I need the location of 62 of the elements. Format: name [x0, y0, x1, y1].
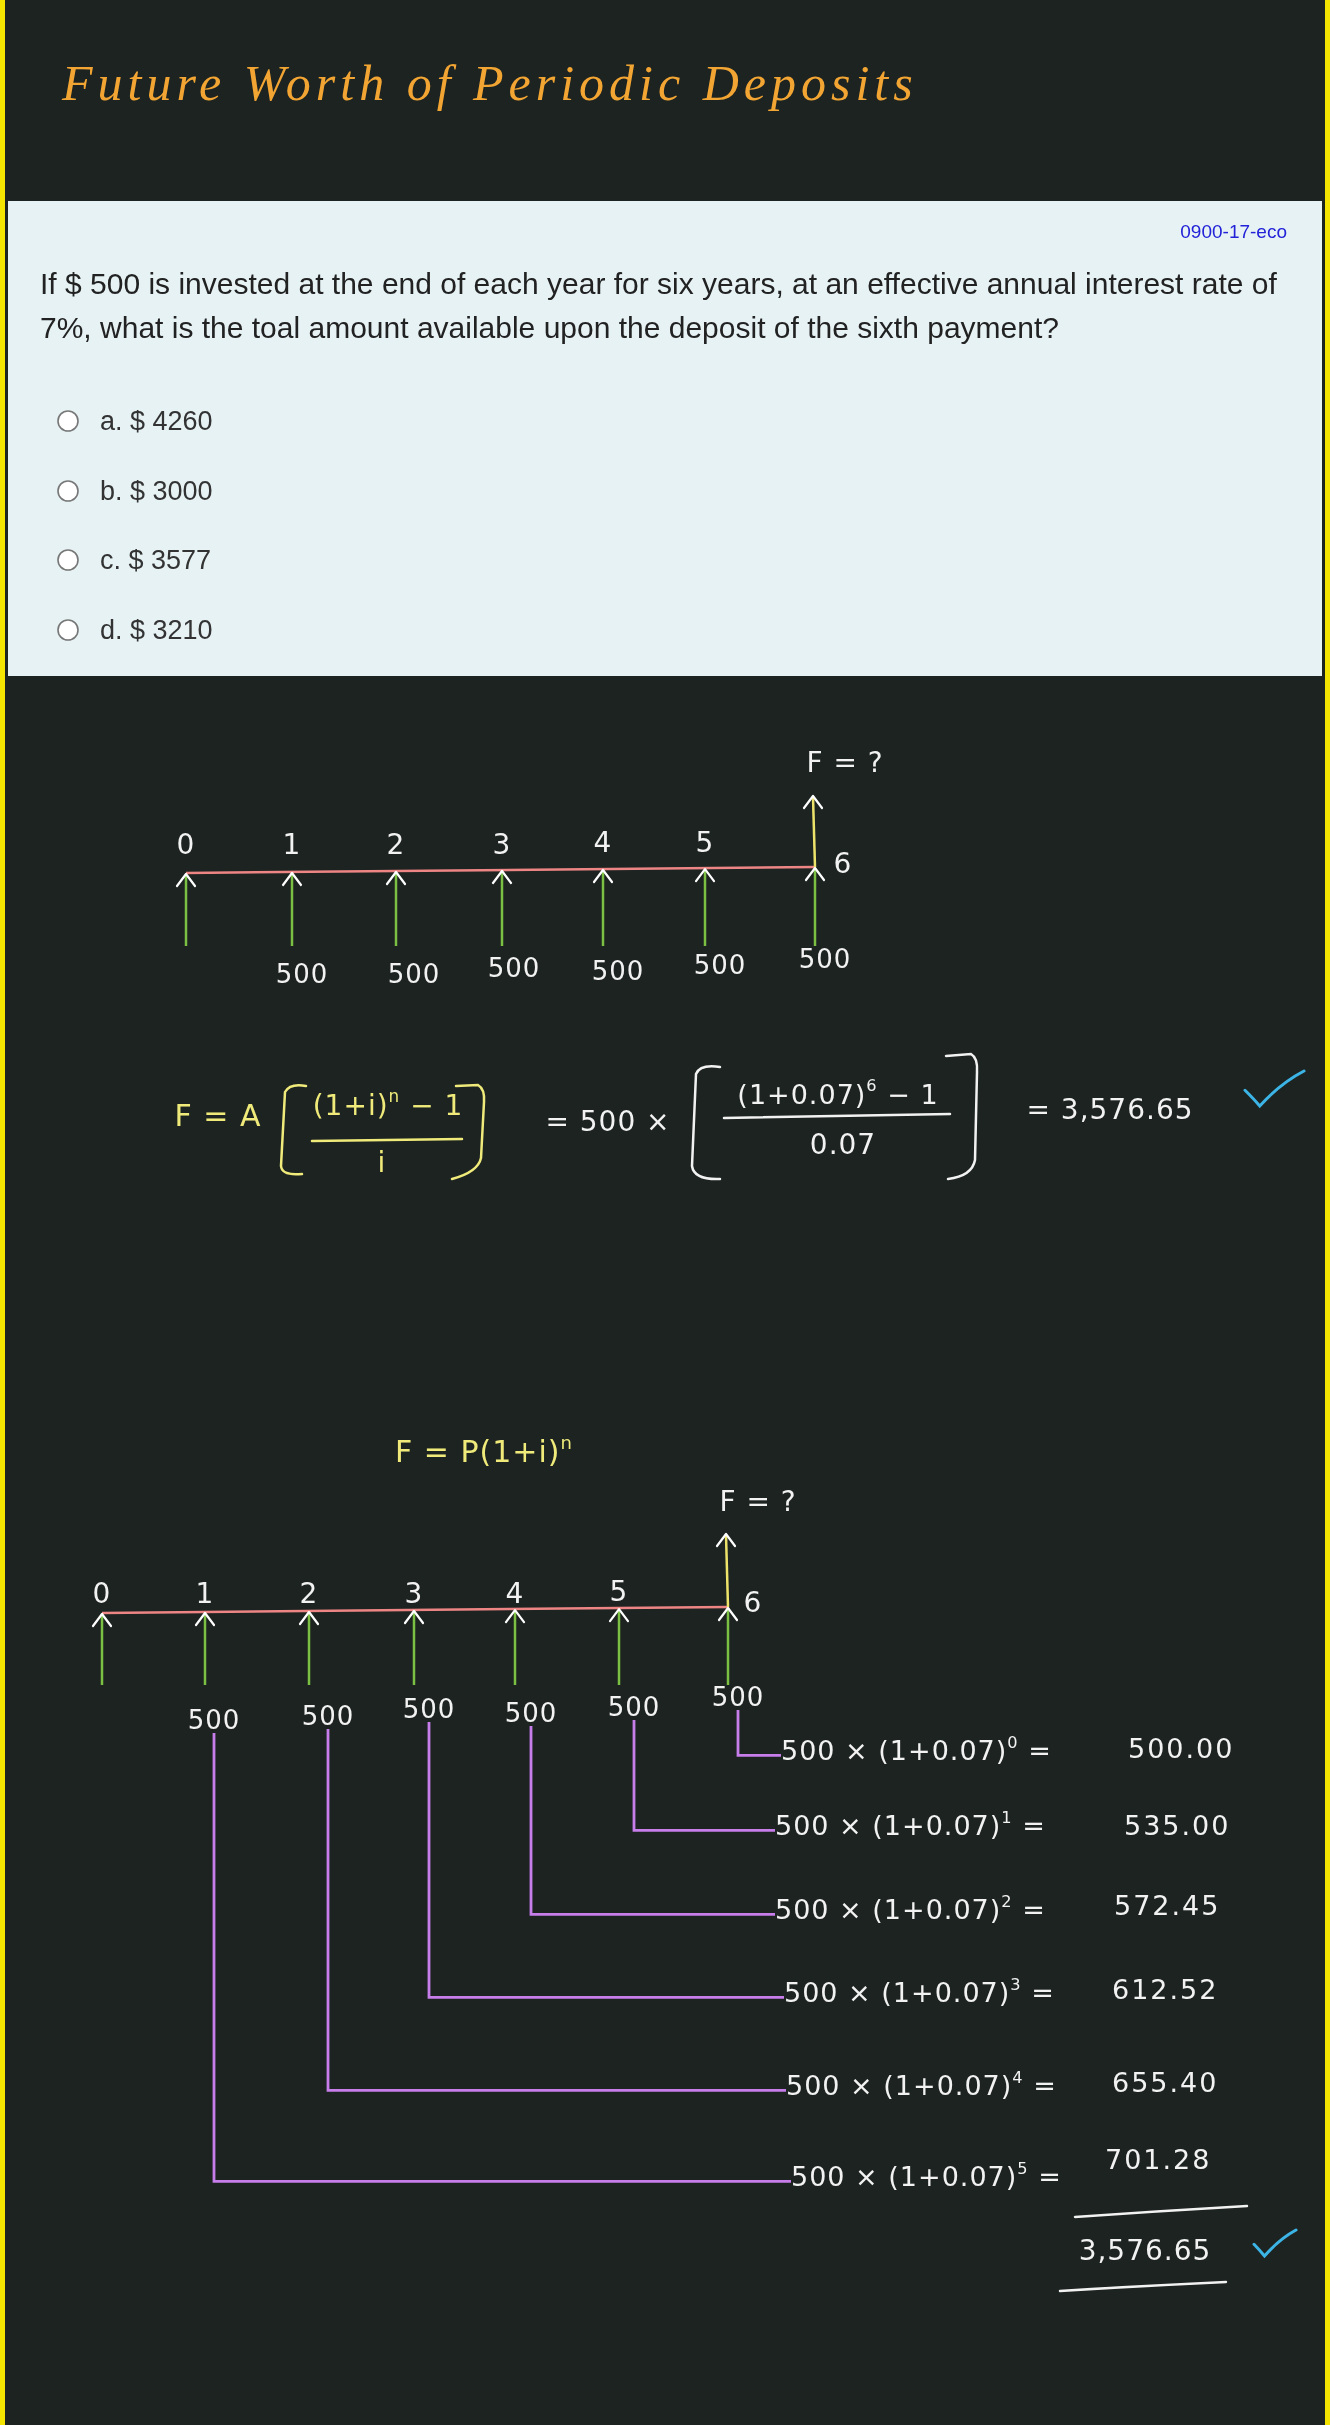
period-label: 2 — [386, 831, 406, 859]
amount-label: 500 — [711, 1684, 765, 1710]
amount-label: 500 — [693, 952, 747, 978]
amount-label: 500 — [275, 961, 329, 987]
period-label: 3 — [492, 831, 512, 859]
calculation-text: 500 × (1+0.07)$^{5}$ = — [791, 2161, 1062, 2192]
connector-line — [326, 1729, 786, 2092]
answer-option: b. $ 3000 — [100, 475, 213, 506]
period-label: 0 — [176, 831, 196, 859]
period-label: 5 — [695, 829, 715, 857]
period-label: 5 — [609, 1578, 629, 1606]
period-label: 1 — [195, 1580, 215, 1608]
unknown-value-label: F = ? — [719, 1488, 797, 1516]
formula-text: = 3,576.65 — [1026, 1096, 1194, 1124]
formula-text: F = P(1+i)$^{n}$ — [395, 1437, 573, 1467]
formula-text: 0.07 — [809, 1131, 877, 1159]
connector-line — [632, 1720, 775, 1832]
formula-text: = 500 × — [545, 1108, 671, 1136]
formula-text: i — [377, 1149, 387, 1177]
calculation-result: 572.45 — [1114, 1889, 1221, 1923]
amount-label: 500 — [591, 958, 645, 984]
amount-label: 500 — [402, 1696, 456, 1722]
amount-label: 500 — [487, 955, 541, 981]
calculation-text: 500 × (1+0.07)$^{2}$ = — [775, 1894, 1046, 1925]
formula-text: (1+0.07)$^{6}$ − 1 — [737, 1080, 939, 1108]
period-label: 0 — [92, 1580, 112, 1608]
period-label: 6 — [833, 850, 853, 878]
question-panel — [8, 201, 1322, 676]
calculation-result: 500.00 — [1128, 1732, 1235, 1766]
calculation-text: 500 × (1+0.07)$^{4}$ = — [786, 2070, 1057, 2101]
calculation-text: 500 × (1+0.07)$^{0}$ = — [781, 1735, 1052, 1766]
connector-line — [427, 1722, 784, 1999]
amount-label: 500 — [301, 1703, 355, 1729]
period-label: 1 — [282, 831, 302, 859]
amount-label: 500 — [504, 1700, 558, 1726]
formula-text: (1+i)$^{n}$ − 1 — [312, 1092, 464, 1120]
calculation-text: 500 × (1+0.07)$^{1}$ = — [775, 1810, 1046, 1841]
total-value: 3,576.65 — [1078, 2237, 1212, 2265]
question-code: 0900-17-eco — [1180, 222, 1287, 241]
calculation-result: 535.00 — [1124, 1809, 1231, 1843]
answer-option: d. $ 3210 — [100, 614, 213, 645]
connector-line — [736, 1710, 781, 1757]
period-label: 6 — [743, 1589, 763, 1617]
period-label: 2 — [299, 1580, 319, 1608]
period-label: 4 — [593, 829, 613, 857]
answer-option: a. $ 4260 — [100, 406, 213, 436]
period-label: 4 — [505, 1580, 525, 1608]
connector-line — [212, 1733, 791, 2183]
amount-label: 500 — [798, 946, 852, 972]
amount-label: 500 — [187, 1707, 241, 1733]
formula-text: F = A — [174, 1101, 262, 1131]
calculation-result: 655.40 — [1112, 2066, 1219, 2100]
unknown-value-label: F = ? — [806, 749, 884, 777]
amount-label: 500 — [387, 961, 441, 987]
answer-option: c. $ 3577 — [100, 545, 212, 575]
calculation-result: 701.28 — [1105, 2143, 1212, 2177]
calculation-result: 612.52 — [1112, 1973, 1219, 2007]
period-label: 3 — [404, 1580, 424, 1608]
amount-label: 500 — [607, 1694, 661, 1720]
connector-line — [529, 1726, 775, 1916]
question-text: If $ 500 is invested at the end of each year for six years, at an effective annual interest rate of 7%, what is the toal amount available upon the deposit of the sixth payment? — [40, 266, 1278, 346]
calculation-text: 500 × (1+0.07)$^{3}$ = — [784, 1977, 1055, 2008]
